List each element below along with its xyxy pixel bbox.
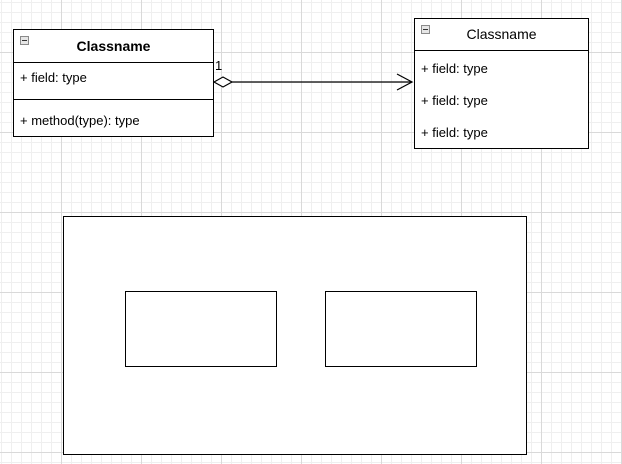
multiplicity-label: 1 <box>215 58 223 73</box>
open-arrow-icon <box>396 73 414 91</box>
collapse-toggle-icon[interactable] <box>421 25 430 34</box>
class-field-right-3[interactable]: + field: type <box>421 125 488 140</box>
aggregation-diamond-icon <box>212 76 234 88</box>
class-box-left[interactable]: Classname + field: type + method(type): … <box>13 29 214 137</box>
class-box-right[interactable]: Classname + field: type + field: type + … <box>414 18 589 149</box>
inner-box-right[interactable] <box>325 291 477 367</box>
class-header-right[interactable]: Classname <box>415 19 588 51</box>
collapse-toggle-icon[interactable] <box>20 36 29 45</box>
class-method-left[interactable]: + method(type): type <box>20 113 140 128</box>
class-field-left[interactable]: + field: type <box>20 70 87 85</box>
class-field-right-2[interactable]: + field: type <box>421 93 488 108</box>
inner-box-left[interactable] <box>125 291 277 367</box>
class-title-left: Classname <box>76 38 151 54</box>
class-field-right-1[interactable]: + field: type <box>421 61 488 76</box>
class-divider-left <box>14 99 213 100</box>
class-header-left[interactable]: Classname <box>14 30 213 63</box>
class-title-right: Classname <box>466 26 537 42</box>
